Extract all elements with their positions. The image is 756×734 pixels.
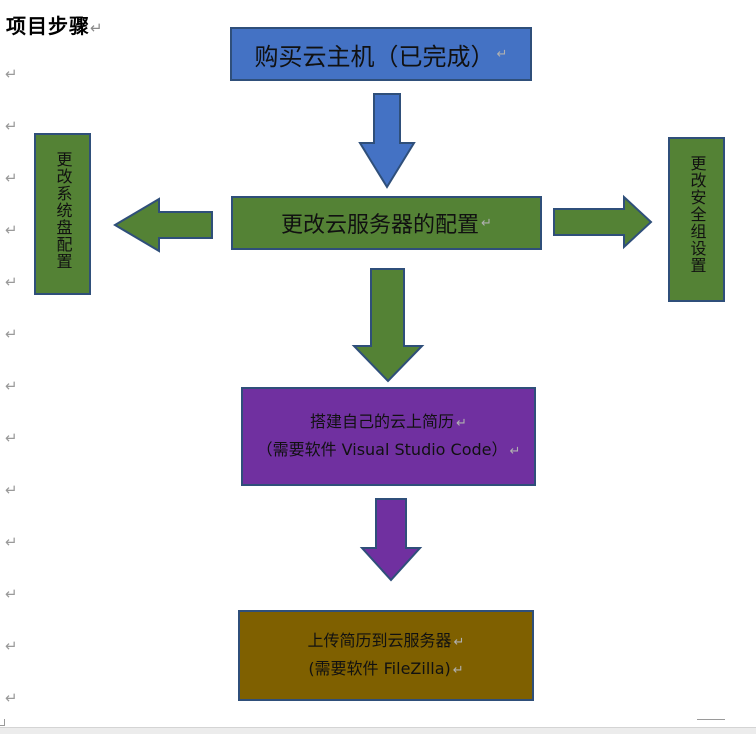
paragraph-mark: ↵ <box>5 533 18 551</box>
paragraph-mark: ↵ <box>5 637 18 655</box>
step-upload-line2-row: (需要软件 FileZilla)↵ <box>308 656 463 684</box>
step-resume-line2: （需要软件 Visual Studio Code） <box>256 439 508 459</box>
paragraph-mark: ↵ <box>5 273 18 291</box>
step-resume-box[interactable]: 搭建自己的云上简历↵ （需要软件 Visual Studio Code）↵ <box>241 387 536 486</box>
page-heading: 项目步骤↵ <box>6 10 104 39</box>
step-upload-line1: 上传简历到云服务器 <box>307 630 452 650</box>
step-resume-line1: 搭建自己的云上简历 <box>310 411 455 431</box>
step-system-disk-box[interactable]: 更改系统盘配置 <box>34 133 91 295</box>
paragraph-mark: ↵ <box>90 19 104 37</box>
arrow-left-green-icon <box>113 197 213 253</box>
step-buy-label: 购买云主机（已完成） <box>254 42 495 71</box>
arrow-right-green-icon <box>553 194 653 250</box>
paragraph-mark: ↵ <box>496 46 508 62</box>
paragraph-mark: ↵ <box>453 634 465 650</box>
step-buy-box[interactable]: 购买云主机（已完成）↵ <box>230 27 532 81</box>
arrow-down-purple-icon <box>359 498 423 582</box>
paragraph-mark: ↵ <box>5 429 18 447</box>
paragraph-mark: ↵ <box>5 481 18 499</box>
paragraph-mark: ↵ <box>5 169 18 187</box>
paragraph-mark: ↵ <box>456 415 467 431</box>
paragraph-mark: ↵ <box>5 325 18 343</box>
paragraph-mark: ↵ <box>5 117 18 135</box>
arrow-down-green-icon <box>351 268 425 383</box>
page-bottom-edge <box>0 727 756 734</box>
step-upload-box[interactable]: 上传简历到云服务器↵ (需要软件 FileZilla)↵ <box>238 610 534 701</box>
step-security-group-label: 更改安全组设置 <box>687 155 707 274</box>
paragraph-mark: ↵ <box>5 689 18 707</box>
step-resume-line2-row: （需要软件 Visual Studio Code）↵ <box>257 437 521 465</box>
page-corner-left <box>0 719 5 726</box>
step-security-group-box[interactable]: 更改安全组设置 <box>668 137 725 302</box>
step-change-config-box[interactable]: 更改云服务器的配置↵ <box>231 196 542 250</box>
step-change-config-label: 更改云服务器的配置 <box>281 213 480 238</box>
step-system-disk-label: 更改系统盘配置 <box>53 151 73 270</box>
page-corner-right <box>697 719 725 726</box>
paragraph-mark: ↵ <box>5 585 18 603</box>
step-upload-line2: (需要软件 FileZilla) <box>308 658 451 678</box>
paragraph-mark: ↵ <box>452 662 464 678</box>
arrow-down-blue-icon <box>358 93 416 189</box>
heading-text: 项目步骤 <box>6 14 90 38</box>
paragraph-mark: ↵ <box>481 215 492 231</box>
step-upload-line1-row: 上传简历到云服务器↵ <box>308 628 465 656</box>
paragraph-mark: ↵ <box>5 65 18 83</box>
paragraph-mark: ↵ <box>5 221 18 239</box>
paragraph-mark: ↵ <box>5 377 18 395</box>
paragraph-mark: ↵ <box>509 443 521 459</box>
step-resume-line1-row: 搭建自己的云上简历↵ <box>310 409 467 437</box>
